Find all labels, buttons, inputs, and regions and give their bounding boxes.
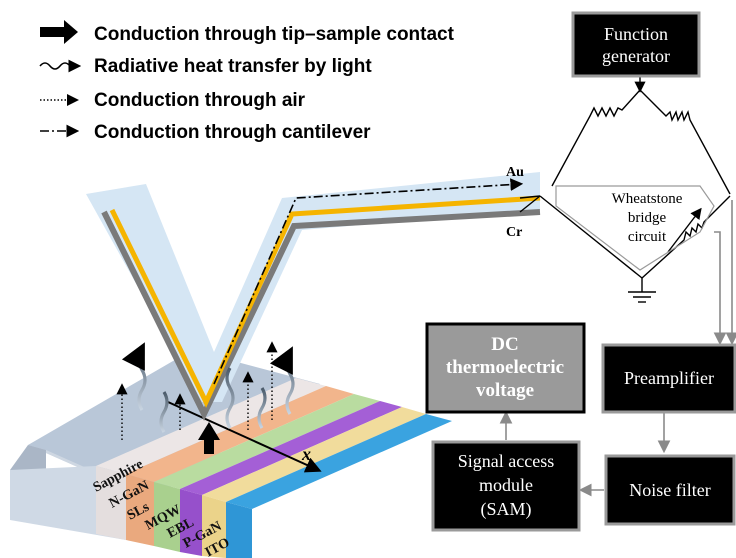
function-generator-box: Function generator xyxy=(571,11,701,78)
legend: Conduction through tip–sample contact Ra… xyxy=(39,20,455,143)
cantilever-body xyxy=(86,172,540,402)
layer-ito xyxy=(226,414,452,509)
signal-access-line3: (SAM) xyxy=(480,499,531,520)
contact-arrow xyxy=(198,422,220,454)
x-axis: x xyxy=(167,401,322,473)
bridge-inner-outline xyxy=(555,185,715,271)
signal-arrows xyxy=(499,200,736,497)
bridge-label-line2: bridge xyxy=(628,210,667,226)
dc-voltage-line3: voltage xyxy=(476,380,534,401)
layer-mqw xyxy=(154,394,380,489)
layer-sapphire-top xyxy=(28,350,320,500)
wavy-arrow-icon xyxy=(39,59,82,73)
layer-ebl xyxy=(180,401,402,495)
legend-item-cantilever: Conduction through cantilever xyxy=(94,122,371,143)
cantilever xyxy=(86,172,541,421)
dc-voltage-line2: thermoelectric xyxy=(446,357,564,378)
legend-item-radiative: Radiative heat transfer by light xyxy=(94,56,372,77)
label-au: Au xyxy=(506,165,524,180)
wheatstone-bridge xyxy=(519,76,731,303)
dc-voltage-box: DC thermoelectric voltage xyxy=(425,322,586,414)
legend-item-air: Conduction through air xyxy=(94,90,306,111)
signal-access-line1: Signal access xyxy=(458,451,554,471)
bridge-label-line1: Wheatstone xyxy=(612,191,683,207)
signal-access-line2: module xyxy=(479,475,533,495)
preamplifier-label: Preamplifier xyxy=(624,368,714,388)
thick-arrow-icon xyxy=(40,20,78,44)
radiative-arrows xyxy=(121,342,295,433)
label-cr: Cr xyxy=(506,225,522,240)
legend-item-contact: Conduction through tip–sample contact xyxy=(94,24,455,45)
noise-filter-box: Noise filter xyxy=(604,454,736,526)
x-axis-label: x xyxy=(301,444,311,464)
bridge-label-line3: circuit xyxy=(628,229,667,245)
sample-stack: Sapphire N-GaN SLs MQW EBL P-GaN ITO xyxy=(10,350,452,558)
noise-filter-label: Noise filter xyxy=(629,480,710,500)
air-arrows xyxy=(116,341,278,440)
function-generator-line2: generator xyxy=(602,46,670,66)
preamplifier-box: Preamplifier xyxy=(601,343,736,414)
function-generator-line1: Function xyxy=(604,24,668,44)
layer-pgan xyxy=(202,407,426,502)
dc-voltage-line1: DC xyxy=(491,334,518,355)
signal-access-box: Signal access module (SAM) xyxy=(431,440,581,532)
